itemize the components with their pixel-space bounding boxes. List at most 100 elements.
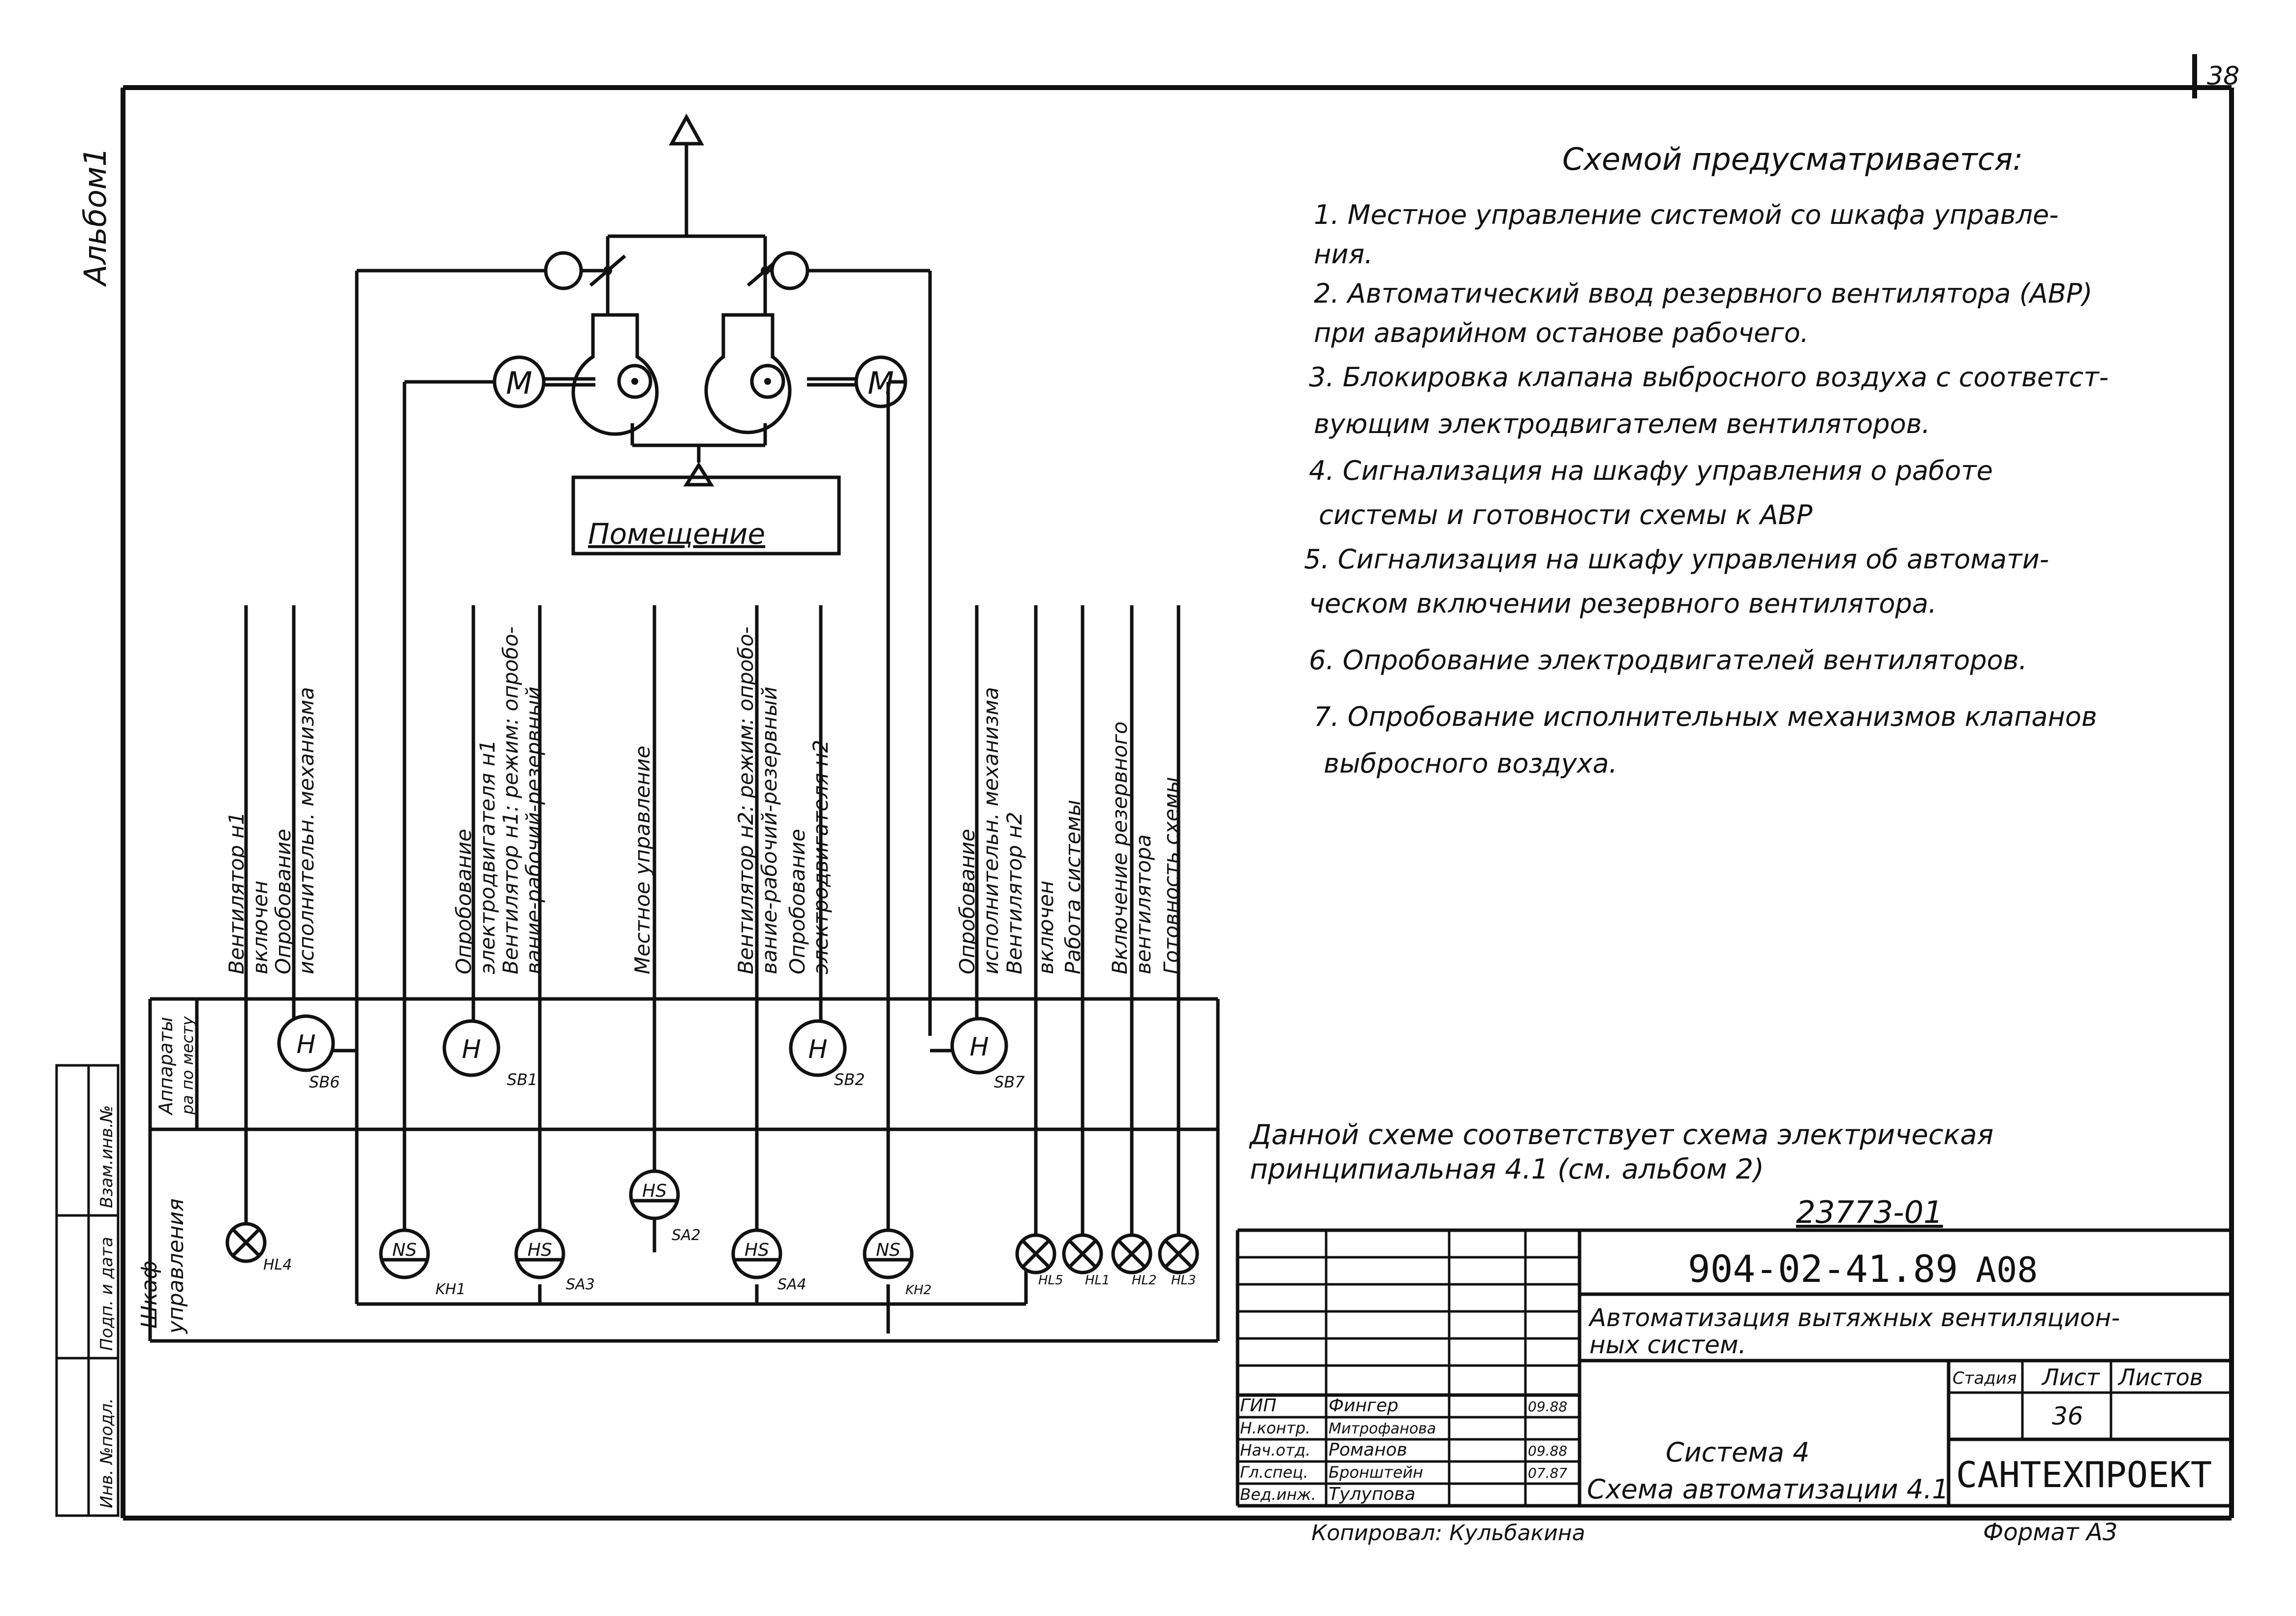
lamp-hl2: HL2 xyxy=(1113,1235,1157,1288)
switch-sa2: HS SA2 xyxy=(629,1169,701,1244)
staff-name-3: Романов xyxy=(1329,1440,1407,1460)
staff-name-5: Тулупова xyxy=(1329,1484,1415,1504)
title-block: 904-02-41.89 А08 Автоматизация вытяжных … xyxy=(1236,1228,2232,1508)
svg-text:HL3: HL3 xyxy=(1171,1273,1196,1288)
note-line-7: 4. Сигнализация на шкафу управления о ра… xyxy=(1309,455,1993,486)
svg-text:М: М xyxy=(506,365,532,401)
note-line-3: 2. Автоматический ввод резервного вентил… xyxy=(1314,278,2092,309)
row-label-cabinet-1: Шкаф xyxy=(137,1261,162,1329)
switch-kh2: NS KH2 xyxy=(863,1228,931,1298)
staff-date-3: 09.88 xyxy=(1528,1443,1567,1459)
organization: САНТЕХПРОЕКТ xyxy=(1956,1454,2212,1495)
signal-labels: Вентилятор н1 включен Опробование исполн… xyxy=(224,626,1183,974)
stamp-inv-no: Инв. №подл. xyxy=(97,1398,117,1508)
svg-text:SA4: SA4 xyxy=(777,1276,807,1293)
svg-text:Н: Н xyxy=(296,1030,315,1059)
staff-role-3: Нач.отд. xyxy=(1240,1441,1310,1460)
row-label-apparatus-1: Аппараты xyxy=(155,1017,177,1116)
sheet-format: Формат А3 xyxy=(1983,1519,2117,1546)
svg-text:SB1: SB1 xyxy=(507,1070,538,1089)
signal-label-5c: Вентилятор н2 xyxy=(1002,812,1026,974)
signal-label-6a: Включение резервного xyxy=(1108,721,1132,974)
svg-text:HS: HS xyxy=(527,1240,552,1260)
drawing-title-1: Система 4 xyxy=(1666,1437,1810,1468)
row-label-cabinet-2: управления xyxy=(163,1198,188,1335)
switch-sa4: HS SA4 xyxy=(731,1228,807,1293)
notes-heading: Схемой предусматривается: xyxy=(1562,141,2023,177)
staff-name-1: Фингер xyxy=(1329,1396,1398,1416)
note-line-10: ческом включении резервного вентилятора. xyxy=(1309,588,1937,619)
svg-text:HS: HS xyxy=(642,1181,667,1201)
motor-1-icon: М xyxy=(493,355,546,408)
staff-role-2: Н.контр. xyxy=(1240,1419,1310,1437)
signal-label-1a: Вентилятор н1 xyxy=(224,812,248,974)
svg-text:Н: Н xyxy=(969,1032,989,1062)
switch-kh1: NS KH1 xyxy=(379,1228,465,1298)
album-code: А08 xyxy=(1976,1250,2038,1290)
stamp-replace-inv: Взам.инв.№ xyxy=(97,1105,117,1208)
signal-label-6b: вентилятора xyxy=(1131,835,1155,974)
correspondence-line-2: принципиальная 4.1 (см. альбом 2) xyxy=(1250,1153,1764,1185)
signal-label-5e: Работа системы xyxy=(1061,800,1085,974)
sheets-header: Листов xyxy=(2117,1364,2203,1391)
staff-name-2: Митрофанова xyxy=(1329,1420,1436,1437)
note-line-1: 1. Местное управление системой со шкафа … xyxy=(1314,199,2059,230)
note-line-6: вующим электродвигателем вентиляторов. xyxy=(1314,408,1930,439)
note-line-13: выбросного воздуха. xyxy=(1324,748,1617,779)
svg-text:HL5: HL5 xyxy=(1038,1273,1063,1288)
exhaust-arrow-icon xyxy=(669,113,704,146)
note-line-11: 6. Опробование электродвигателей вентиля… xyxy=(1309,645,2027,676)
staff-role-5: Вед.инж. xyxy=(1240,1485,1316,1504)
project-title-1: Автоматизация вытяжных вентиляцион- xyxy=(1588,1304,2120,1332)
lamp-hl4: HL4 xyxy=(227,1224,292,1274)
damper-2-icon xyxy=(746,251,809,290)
svg-text:Н: Н xyxy=(808,1035,827,1064)
note-line-2: ния. xyxy=(1314,239,1373,270)
stamp-sign-date: Подп. и дата xyxy=(97,1237,117,1351)
button-sb2: Н SB2 xyxy=(789,1019,865,1089)
svg-text:NS: NS xyxy=(876,1240,900,1260)
fan-2-icon xyxy=(704,313,792,435)
fan-1-icon xyxy=(571,313,659,436)
drawing-title-2: Схема автоматизации 4.1 xyxy=(1587,1474,1949,1505)
svg-text:Н: Н xyxy=(462,1035,481,1064)
button-sb7: Н SB7 xyxy=(930,1017,1025,1091)
reference-number: 23773-01 xyxy=(1796,1194,1943,1230)
button-sb6: Н SB6 xyxy=(277,1014,357,1091)
signal-label-4c: Опробование xyxy=(785,829,809,974)
signal-label-4d: электродвигателя н2 xyxy=(808,740,833,974)
page-number: 38 xyxy=(2207,62,2239,91)
staff-name-4: Бронштейн xyxy=(1329,1463,1423,1482)
note-line-5: 3. Блокировка клапана выбросного воздуха… xyxy=(1309,362,2109,393)
signal-label-4b: вание-рабочий-резервный xyxy=(757,686,781,974)
staff-role-4: Гл.спец. xyxy=(1240,1463,1308,1482)
svg-text:HS: HS xyxy=(745,1240,769,1260)
staff-date-4: 07.87 xyxy=(1528,1465,1567,1481)
svg-text:SB2: SB2 xyxy=(834,1070,865,1089)
album-label: Альбом1 xyxy=(77,147,113,287)
stage-header: Стадия xyxy=(1953,1368,2017,1388)
ventilation-scheme: М М Помещение xyxy=(355,113,932,1304)
notes-block: Схемой предусматривается: 1. Местное упр… xyxy=(1248,141,2109,1230)
supply-arrow-icon xyxy=(683,462,714,487)
signal-label-5a: Опробование xyxy=(955,829,979,974)
signal-label-1b: включен xyxy=(248,881,272,974)
signal-wires xyxy=(244,605,1180,1334)
lamp-hl1: HL1 xyxy=(1064,1235,1110,1288)
signal-label-4a: Вентилятор н2: режим: опробо- xyxy=(734,626,758,974)
left-edge-stamp: Инв. №подл. Подп. и дата Взам.инв.№ xyxy=(55,1064,120,1517)
button-sb1: Н SB1 xyxy=(442,1019,538,1089)
svg-text:KH2: KH2 xyxy=(905,1283,931,1298)
signal-label-3a: Местное управление xyxy=(630,746,654,974)
signal-label-5b: исполнительн. механизма xyxy=(979,687,1003,974)
staff-date-1: 09.88 xyxy=(1528,1398,1567,1415)
switch-sa3: HS SA3 xyxy=(514,1228,595,1293)
sheet-frame xyxy=(121,54,2234,1521)
svg-text:HL1: HL1 xyxy=(1085,1273,1110,1288)
row-label-apparatus-2: ра по месту xyxy=(178,1016,197,1115)
row-bands: Аппараты ра по месту Шкаф управления xyxy=(137,997,1220,1343)
signal-label-2b: электродвигателя н1 xyxy=(475,740,499,974)
lamp-hl3: HL3 xyxy=(1160,1235,1197,1288)
note-line-4: при аварийном останове рабочего. xyxy=(1314,317,1809,348)
